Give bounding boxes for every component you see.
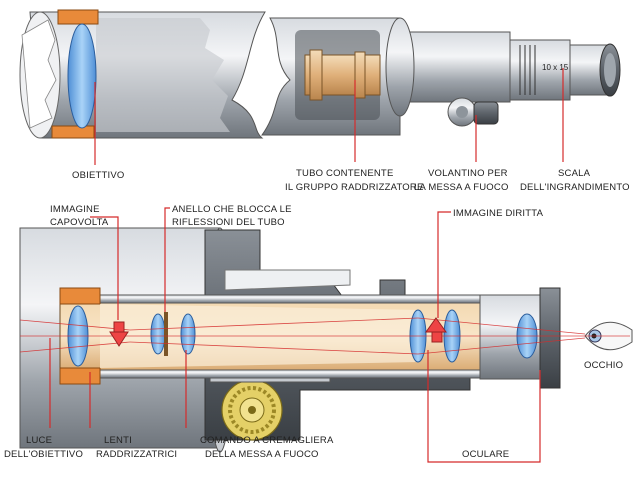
label-lenti-2: RADDRIZZATRICI	[96, 449, 177, 460]
label-tubo-2: IL GRUPPO RADDRIZZATORE	[285, 182, 424, 193]
label-tubo-1: TUBO CONTENENTE	[296, 168, 393, 179]
label-anello-1: ANELLO CHE BLOCCA LE	[172, 204, 292, 215]
label-comando-1: COMANDO A CREMAGLIERA	[200, 435, 334, 446]
focus-knob	[447, 97, 499, 127]
baffle-ring	[164, 312, 168, 356]
exterior-telescope: 10 x 15	[19, 9, 621, 139]
lens-cell-bottom	[51, 125, 95, 139]
upright-image-arrow	[425, 317, 447, 343]
label-immagine-capovolta-2: CAPOVOLTA	[50, 217, 109, 228]
svg-text:10 x 15: 10 x 15	[542, 63, 569, 72]
bottom-annotations: IMMAGINE CAPOVOLTA ANELLO CHE BLOCCA LE …	[4, 204, 623, 463]
label-volantino-1: VOLANTINO PER	[428, 168, 508, 179]
label-anello-2: RIFLESSIONI DEL TUBO	[172, 217, 285, 228]
label-scala-2: DELL'INGRANDIMENTO	[520, 182, 630, 193]
label-occhio: OCCHIO	[584, 360, 623, 371]
label-comando-2: DELLA MESSA A FUOCO	[205, 449, 319, 460]
label-oculare: OCULARE	[462, 449, 509, 460]
label-luce-2: DELL'OBIETTIVO	[4, 449, 83, 460]
erector-lens-2	[180, 313, 196, 355]
pointer-immagine-diritta	[437, 211, 451, 318]
rack-pinion-gear	[221, 379, 283, 441]
objective-tube-cutaway	[96, 18, 230, 132]
label-lenti-1: LENTI	[104, 435, 132, 446]
label-immagine-diritta: IMMAGINE DIRITTA	[453, 208, 544, 219]
objective-lens	[67, 23, 97, 129]
light-rays	[19, 317, 630, 355]
cross-section	[19, 227, 633, 453]
label-obiettivo: OBIETTIVO	[72, 170, 124, 181]
label-volantino-2: LA MESSA A FUOCO	[414, 182, 509, 193]
objective-cell	[59, 287, 101, 305]
top-annotations: OBIETTIVO TUBO CONTENENTE IL GRUPPO RADD…	[72, 68, 630, 193]
label-scala-1: SCALA	[558, 168, 591, 179]
pointer-oculare	[427, 350, 541, 463]
drawtube	[399, 31, 511, 103]
inverted-image-arrow	[109, 321, 129, 347]
pointer-immagine-capovolta	[90, 216, 119, 320]
pointer-anello	[164, 207, 170, 312]
label-immagine-capovolta-1: IMMAGINE	[50, 204, 100, 215]
lens-cell	[57, 9, 99, 25]
front-cutaway	[21, 19, 57, 129]
erector-lens-1	[150, 313, 166, 355]
label-luce-1: LUCE	[26, 435, 52, 446]
